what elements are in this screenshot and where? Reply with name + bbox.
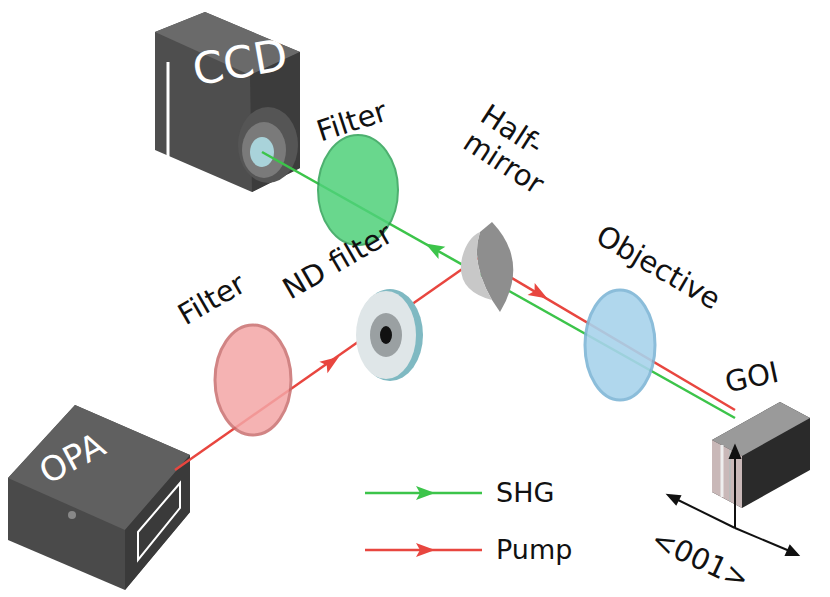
beam-paths <box>175 152 735 470</box>
opa-source <box>8 405 190 590</box>
legend-samples <box>365 486 482 557</box>
nd-filter <box>356 289 423 381</box>
objective-lens <box>585 290 655 400</box>
axis-label: <001> <box>646 524 754 597</box>
pump-filter <box>215 325 291 435</box>
component-label: Filter <box>173 268 251 332</box>
ccd-camera <box>155 12 300 192</box>
legend-text: Pump <box>496 535 572 565</box>
half-mirror <box>461 222 513 312</box>
goi-sample <box>712 402 810 508</box>
legend-text: SHG <box>496 478 554 508</box>
sample-label: GOI <box>722 357 781 399</box>
component-label: Half- mirror <box>457 99 566 201</box>
